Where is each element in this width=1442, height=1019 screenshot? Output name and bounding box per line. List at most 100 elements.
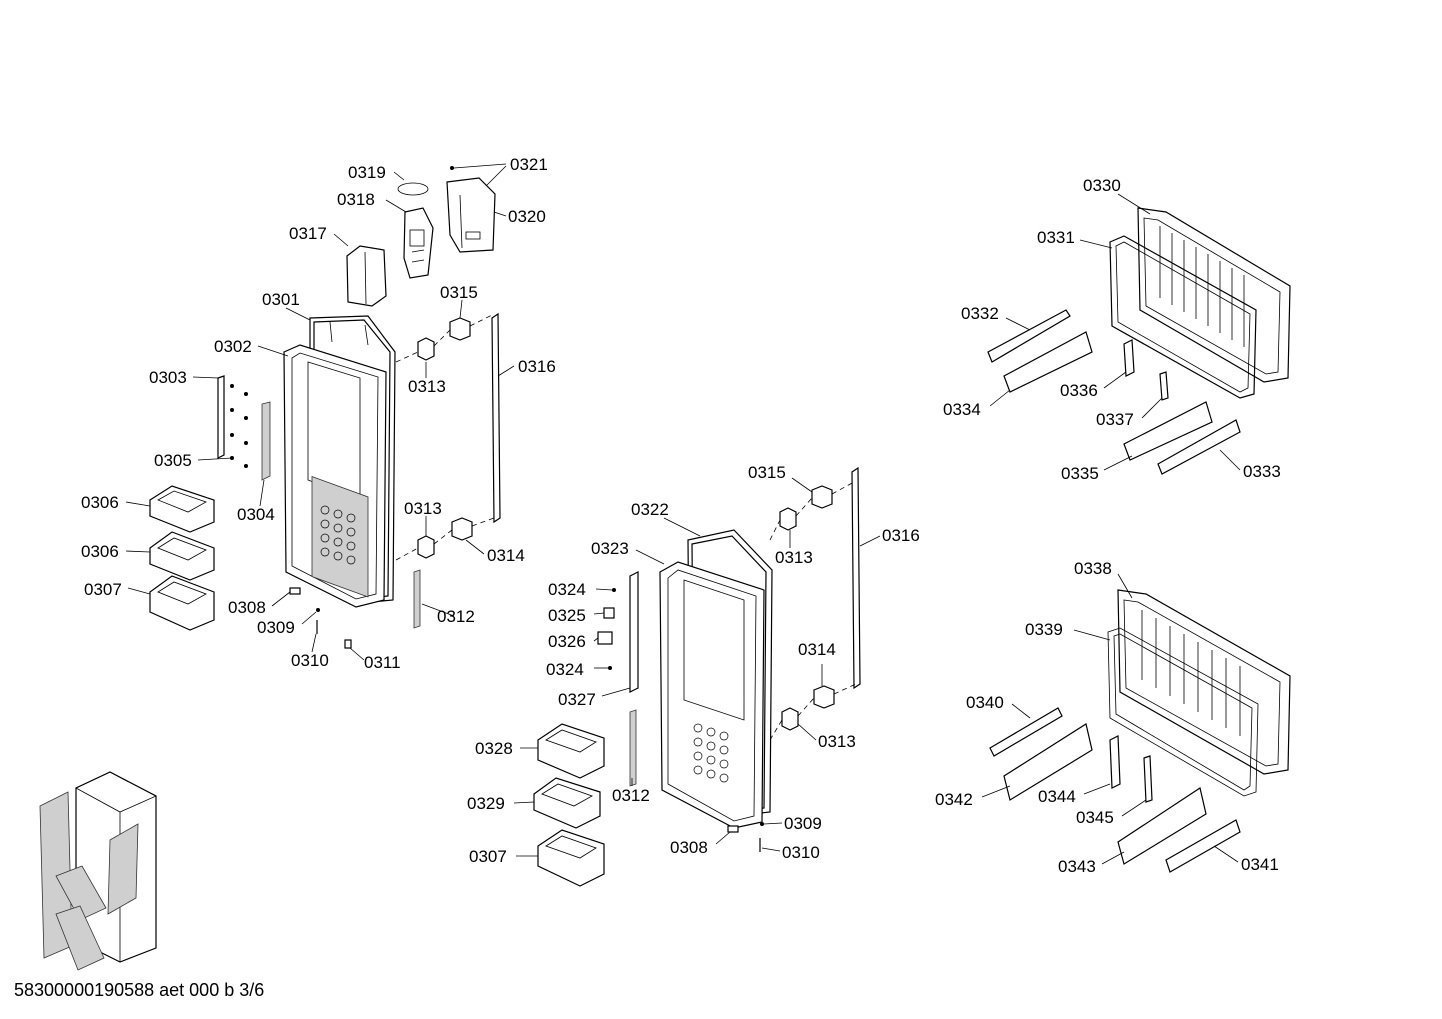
part-0326-bracket [597,631,613,645]
part-0332-slide-rail [987,309,1071,363]
callout-label: 0310 [291,651,329,670]
part-0306-door-shelf-lower [149,531,215,581]
callout-label: 0332 [961,304,999,323]
part-0306-door-shelf-upper [149,485,215,533]
part-0344-bracket [1109,735,1121,789]
callout-label: 0313 [404,499,442,518]
part-0308-clip [727,825,739,833]
part-0313-hinge-block [779,507,797,531]
part-0312-vertical-seal [413,569,421,629]
callout-label: 0310 [782,843,820,862]
callout-label: 0334 [943,400,981,419]
callout-label: 0333 [1243,462,1281,481]
part-0328-bin [537,723,605,779]
part-0317-handle-cover [346,245,387,307]
part-0335-support [1123,401,1213,461]
part-0331-gasket [1109,235,1257,399]
part-0307-bin [537,829,605,887]
part-0318-bracket [403,207,434,279]
callout-label: 0326 [548,632,586,651]
callout-label: 0328 [475,739,513,758]
callout-label: 0306 [81,493,119,512]
callout-label: 0313 [775,548,813,567]
callout-label: 0301 [262,290,300,309]
callout-label: 0317 [289,224,327,243]
callout-label: 0313 [818,732,856,751]
callout-label: 0312 [612,786,650,805]
part-0321-screw [450,166,454,170]
part-0313-hinge-block [417,535,435,559]
callout-label: 0312 [437,607,475,626]
part-0337-bracket [1159,371,1169,401]
callout-label: 0314 [798,640,836,659]
part-0316-hinge-rod [851,466,861,690]
part-0304-rail [261,401,271,481]
door-dimple-pattern [693,723,729,783]
callout-label: 0319 [348,163,386,182]
callout-label: 0327 [558,690,596,709]
callout-label: 0340 [966,693,1004,712]
door-dimple-pattern [320,505,356,565]
part-0343-support [1117,787,1207,865]
part-0303-rail [217,375,225,459]
part-0305-screws [230,384,248,468]
callout-label: 0342 [935,790,973,809]
callout-label: 0307 [84,580,122,599]
callout-label: 0345 [1076,808,1114,827]
callout-label: 0318 [337,190,375,209]
document-code: 58300000190588 aet 000 b 3/6 [14,980,265,1000]
part-0345-bracket [1143,755,1153,803]
callout-label: 0325 [548,606,586,625]
part-0336-bracket [1123,339,1135,377]
callout-label: 0323 [591,539,629,558]
callout-labels: 0319 0321 0318 0320 0317 0315 0301 0302 … [81,155,1281,876]
part-0311-stop [344,639,352,649]
part-0315-hinge-cap [449,317,471,341]
callout-label: 0338 [1074,559,1112,578]
part-0313-hinge-block [781,707,799,731]
part-0302-door-gasket [283,344,387,608]
part-0319-ring [397,182,429,196]
callout-label: 0321 [510,155,548,174]
callout-label: 0315 [440,283,478,302]
part-0315-hinge-cap [811,485,833,509]
part-0338-drawer-front [1117,589,1291,775]
callout-label: 0344 [1038,787,1076,806]
part-0314-hinge-cap [451,517,473,541]
callout-label: 0309 [784,814,822,833]
callout-label: 0339 [1025,620,1063,639]
upper-drawer-assembly [987,207,1291,475]
part-0307-door-bin [149,575,215,631]
part-0323-door-gasket [659,561,765,829]
callout-label: 0335 [1061,464,1099,483]
left-door-assembly [149,166,501,649]
middle-door-assembly [533,466,861,887]
callout-label: 0341 [1241,855,1279,874]
part-0339-gasket [1107,627,1259,797]
callout-label: 0309 [257,618,295,637]
callout-label: 0305 [154,451,192,470]
part-0333-slide-rail [1157,419,1241,475]
callout-label: 0303 [149,368,187,387]
part-0324-screw [608,666,612,670]
callout-label: 0302 [214,337,252,356]
leader-lines [125,163,1241,865]
part-0324-screw [612,588,616,592]
callout-label: 0306 [81,542,119,561]
part-0308-clip [289,587,301,595]
callout-label: 0330 [1083,176,1121,195]
callout-label: 0329 [467,794,505,813]
callout-label: 0304 [237,505,275,524]
callout-label: 0316 [882,526,920,545]
part-0329-shelf [533,777,601,829]
part-0325-clip [603,607,615,619]
part-0314-hinge-cap [813,685,835,709]
callout-label: 0336 [1060,381,1098,400]
callout-label: 0324 [546,660,584,679]
part-0327-rail [629,571,639,693]
callout-label: 0308 [670,838,708,857]
part-0320-hinge-plate [446,177,496,253]
part-0313-hinge-block [417,337,435,361]
callout-label: 0315 [748,463,786,482]
